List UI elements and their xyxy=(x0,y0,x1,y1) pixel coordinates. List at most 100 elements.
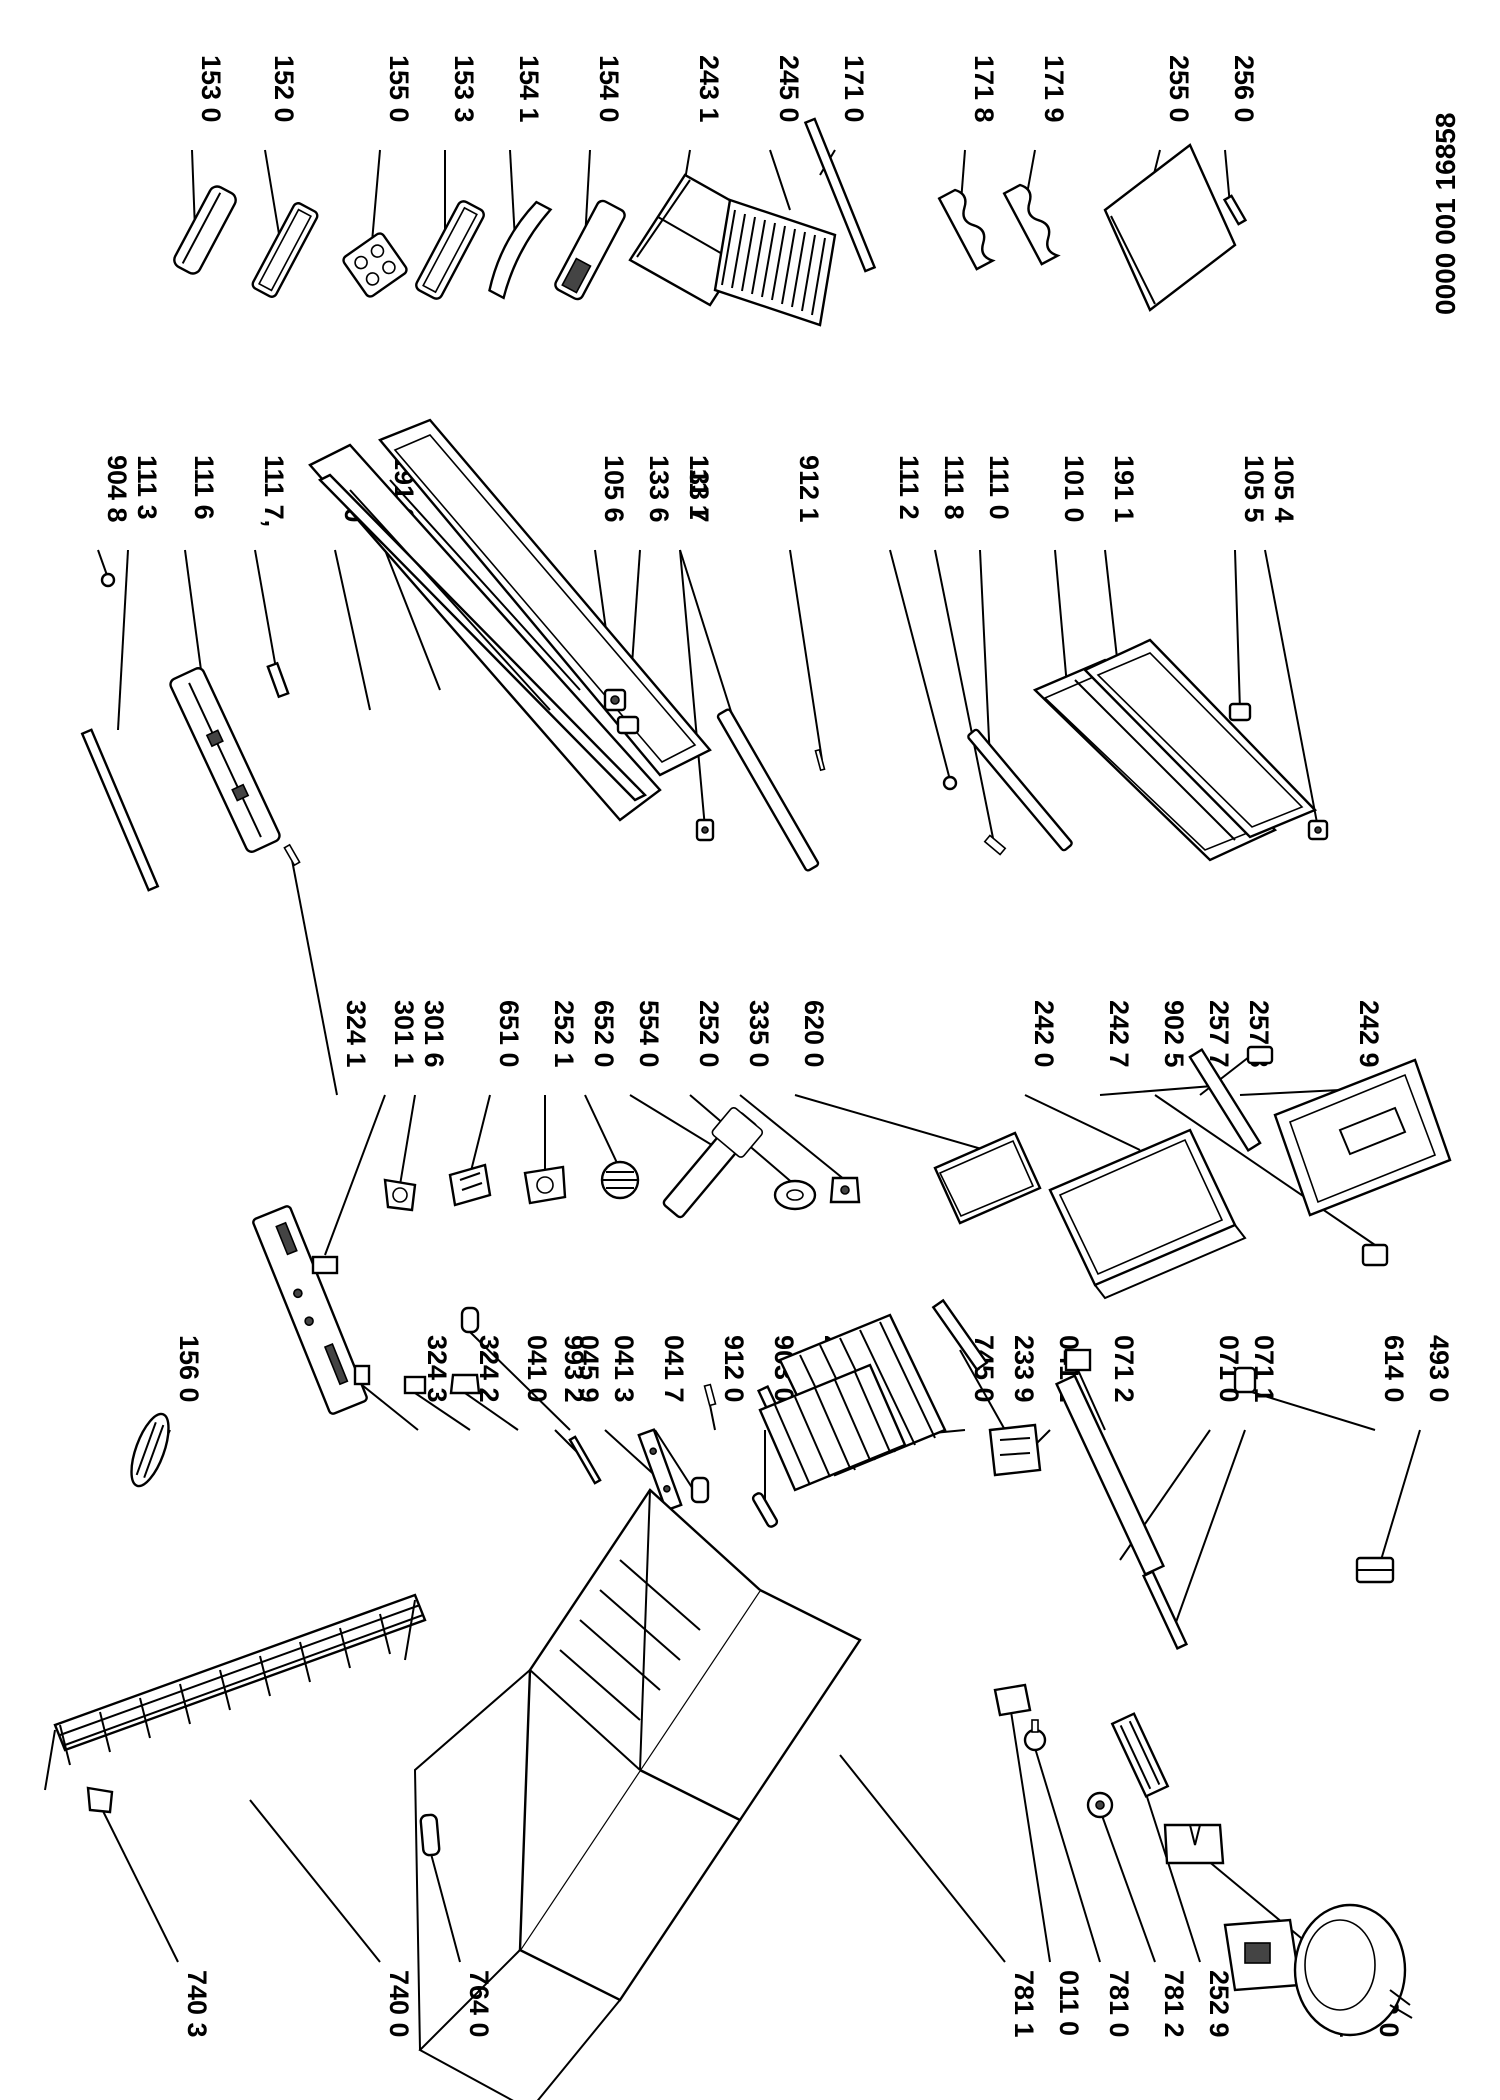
leader-line xyxy=(99,1804,179,1963)
door-shelf-153-0-drawing xyxy=(173,185,237,275)
compressor-402-0-drawing xyxy=(1293,1903,1413,2037)
leader-line xyxy=(1154,1094,1376,1246)
part-label: 153 3 xyxy=(449,55,479,123)
leader-line xyxy=(324,1094,386,1256)
tube-764-0-drawing xyxy=(419,1813,441,1857)
leader-line xyxy=(361,1384,419,1431)
part-label: 111 0 xyxy=(984,455,1014,520)
part-label: 781 1 xyxy=(1009,1970,1039,2038)
shelf-071-0-drawing xyxy=(1054,1374,1166,1576)
leader-line xyxy=(414,1392,471,1431)
part-label: 301 6 xyxy=(419,1000,449,1068)
part-label: 651 0 xyxy=(494,1000,524,1068)
reference-code: 0000 001 16858 xyxy=(1430,113,1461,315)
leader-line xyxy=(264,149,281,241)
part-label: 554 0 xyxy=(634,1000,664,1068)
bracket-781-0-drawing xyxy=(1086,1791,1114,1819)
rail-071-1-drawing xyxy=(1141,1570,1189,1650)
shelf-trim-171-0-drawing xyxy=(803,117,877,273)
part-label: 155 0 xyxy=(384,55,414,123)
lamp-045-9-drawing xyxy=(460,1306,480,1334)
part-label: 111 6 xyxy=(189,455,219,520)
bracket-041-0-drawing xyxy=(449,1373,481,1395)
lamp-554-0-drawing xyxy=(600,1160,640,1200)
drier-740-3-drawing xyxy=(86,1786,114,1814)
part-label: 252 9 xyxy=(1204,1970,1234,2038)
door-seal-111-8-drawing xyxy=(983,834,1007,856)
part-label: 324 1 xyxy=(341,1000,371,1068)
hinge-105-4-drawing xyxy=(1307,819,1329,841)
leader-line xyxy=(769,149,791,211)
leader-line xyxy=(1244,1389,1376,1431)
leader-line xyxy=(1034,1747,1101,1963)
hinge-105-6-drawing xyxy=(603,688,627,712)
clip-071-2-drawing xyxy=(1064,1348,1092,1372)
leader-line xyxy=(794,1094,986,1151)
part-label: 781 0 xyxy=(1104,1970,1134,2038)
thermostat-652-0-drawing xyxy=(523,1165,567,1205)
part-label: 781 2 xyxy=(1159,1970,1189,2038)
hinge-133-6-drawing xyxy=(616,715,640,735)
leader-line xyxy=(384,549,441,691)
leader-line xyxy=(679,549,741,741)
part-label: 243 1 xyxy=(694,55,724,123)
fan-620-0-drawing xyxy=(829,1176,861,1204)
glass-shelf-255-0-drawing xyxy=(1103,143,1237,312)
door-shelf-152-0-drawing xyxy=(251,202,319,298)
part-label: 614 0 xyxy=(1379,1335,1409,1403)
part-label: 133 7 xyxy=(684,455,714,523)
clip-257-7-drawing xyxy=(1361,1243,1389,1267)
bracket-041-7-drawing xyxy=(690,1476,710,1504)
part-label: 105 4 xyxy=(1269,455,1299,523)
leader-line xyxy=(254,549,279,681)
part-label: 152 0 xyxy=(269,55,299,123)
part-label: 255 0 xyxy=(1164,55,1194,123)
part-label: 041 0 xyxy=(522,1335,552,1403)
part-label: 171 8 xyxy=(969,55,999,123)
egg-tray-155-0-drawing xyxy=(342,232,408,298)
part-label: 912 0 xyxy=(719,1335,749,1403)
part-label: 245 0 xyxy=(774,55,804,123)
part-label: 257 7 xyxy=(1204,1000,1234,1068)
door-shelf-154-1-drawing xyxy=(488,200,553,300)
leader-line xyxy=(1009,1704,1051,1963)
leader-line xyxy=(959,1349,1006,1431)
part-label: 256 0 xyxy=(1229,55,1259,123)
freezer-door-104-0-drawing xyxy=(308,443,662,822)
part-label: 111 1 xyxy=(684,455,714,520)
leader-line xyxy=(117,549,129,731)
leader-line xyxy=(584,1094,619,1166)
leader-line xyxy=(291,859,338,1096)
part-label: 252 0 xyxy=(694,1000,724,1068)
part-label: 041 3 xyxy=(609,1335,639,1403)
door-shelf-154-0-drawing xyxy=(554,199,626,301)
door-gasket-191-1-drawing xyxy=(1082,638,1318,839)
relay-402-1-drawing xyxy=(1223,1918,1302,1992)
pin-903-0-drawing xyxy=(751,1492,779,1528)
part-label: 740 3 xyxy=(182,1970,212,2038)
crisper-242-9-drawing xyxy=(1273,1058,1452,1217)
part-label: 912 1 xyxy=(794,455,824,523)
leader-line xyxy=(889,549,951,781)
knob-335-0-drawing xyxy=(773,1179,817,1211)
lamp-holder-651-0-drawing xyxy=(383,1178,417,1212)
leader-line xyxy=(429,1849,461,1963)
part-label: 153 0 xyxy=(196,55,226,123)
part-label: 105 5 xyxy=(1239,455,1269,523)
part-label: 233 9 xyxy=(1009,1335,1039,1403)
leader-lines xyxy=(97,149,1421,1986)
leader-line xyxy=(934,549,996,849)
leader-line xyxy=(469,1094,491,1176)
part-label: 111 3 xyxy=(132,455,162,520)
leader-line xyxy=(1099,1809,1156,1963)
screw-324-1-drawing xyxy=(283,843,301,867)
door-seal-strip-111-3-drawing xyxy=(80,728,160,892)
part-label: 171 0 xyxy=(839,55,869,123)
part-label: 111 8 xyxy=(939,455,969,520)
wire-shelf-245-0-drawing xyxy=(713,198,837,327)
cover-324-2-drawing xyxy=(403,1375,427,1395)
clip-257-8-drawing xyxy=(1246,1045,1274,1065)
leader-line xyxy=(1174,1429,1246,1626)
leader-line xyxy=(1264,549,1319,829)
